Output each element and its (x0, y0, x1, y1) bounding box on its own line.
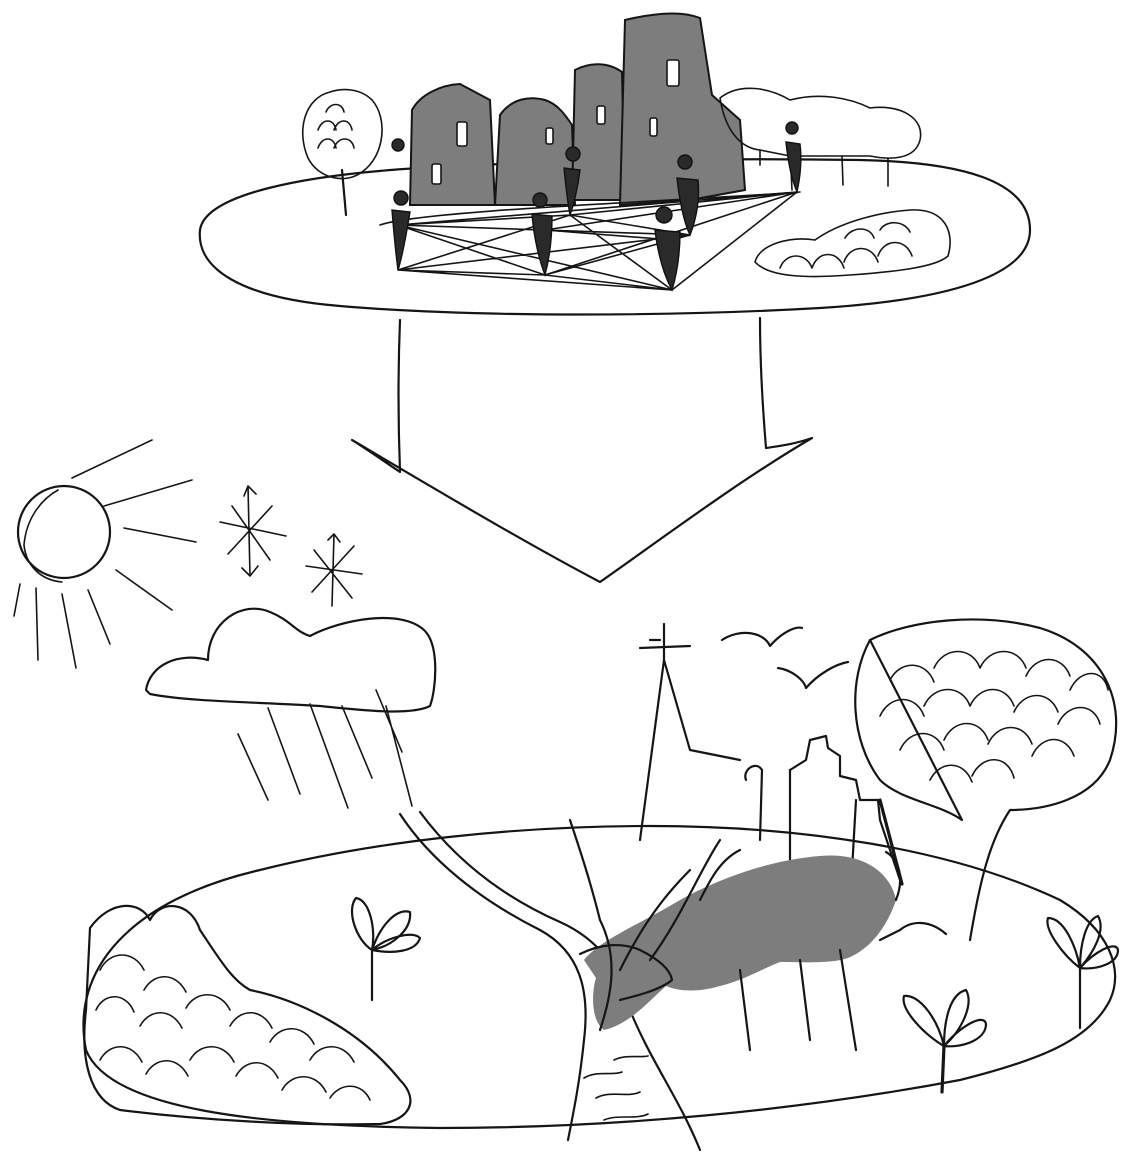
person-icon (392, 139, 404, 151)
urban-platform (200, 14, 1030, 315)
building-left (410, 84, 495, 205)
building-tall (572, 64, 625, 200)
nature-platform (83, 619, 1118, 1150)
building-tower (620, 14, 745, 205)
snowflake-icon (220, 486, 286, 576)
bird-icon (778, 662, 848, 688)
river (400, 814, 586, 1140)
down-arrow-icon (352, 318, 812, 582)
shrub-icon (755, 210, 950, 277)
tree-icon (303, 90, 382, 215)
tree-icon (855, 619, 1116, 940)
sprout-icon (1047, 916, 1118, 1028)
church-icon (640, 624, 902, 884)
sprout-icon (352, 898, 420, 1000)
rain-cloud-icon (146, 609, 435, 808)
bush-icon (720, 88, 921, 190)
sun-icon (14, 440, 196, 668)
bird-icon (722, 628, 802, 646)
person-icon (392, 191, 410, 270)
person-icon (655, 207, 680, 290)
snowflake-icon (306, 534, 362, 606)
person-icon (786, 122, 801, 192)
deer-icon (570, 820, 946, 1050)
building-middle (495, 98, 575, 205)
